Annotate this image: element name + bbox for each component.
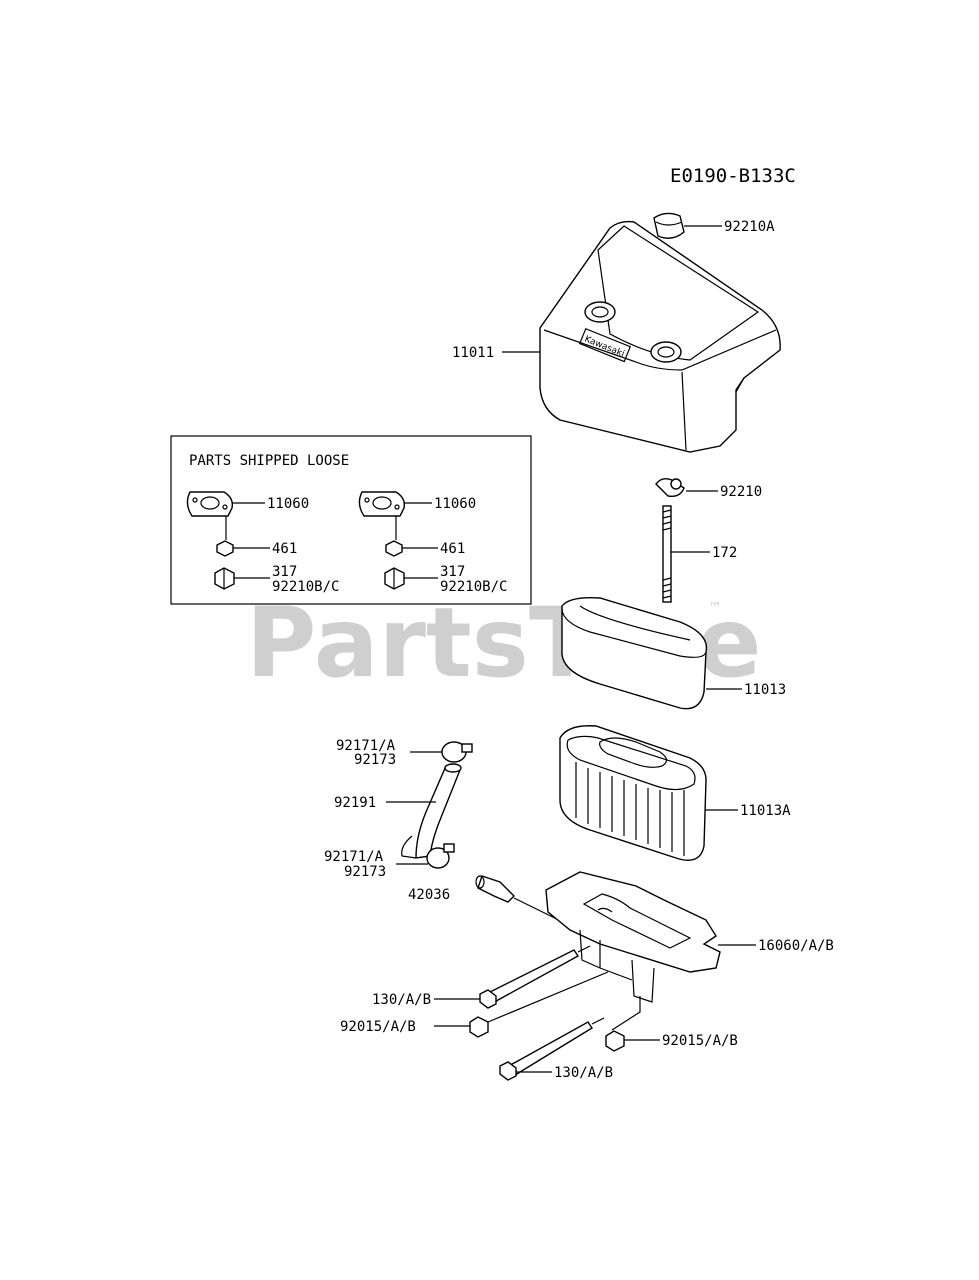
bolt-130AB-bottom[interactable] xyxy=(499,1021,593,1081)
label-11060-right: 11060 xyxy=(434,496,476,512)
label-11011: 11011 xyxy=(452,345,494,361)
diagram-code: E0190-B133C xyxy=(670,165,796,187)
pre-cleaner-11013[interactable] xyxy=(561,596,708,710)
loose-box-title: PARTS SHIPPED LOOSE xyxy=(189,453,349,469)
label-461-right: 461 xyxy=(440,541,465,557)
air-cleaner-cover-11011[interactable]: Kawasaki xyxy=(539,220,781,453)
label-92210: 92210 xyxy=(720,484,762,500)
parts-shipped-loose-box: PARTS SHIPPED LOOSE 11060 461 317 92210B… xyxy=(170,435,532,605)
label-11013A: 11013A xyxy=(740,803,791,819)
label-92210BC-left: 92210B/C xyxy=(272,579,339,595)
label-92171A-bottom: 92171/A xyxy=(324,849,384,865)
label-317-right: 317 xyxy=(440,564,465,580)
nut-92015AB-left[interactable] xyxy=(469,1016,489,1038)
label-11060-left: 11060 xyxy=(267,496,309,512)
label-16060AB: 16060/A/B xyxy=(758,938,834,954)
label-172: 172 xyxy=(712,545,737,561)
nut-92015AB-right[interactable] xyxy=(605,1030,625,1052)
cap-nut-92210A[interactable] xyxy=(653,212,685,239)
label-11013: 11013 xyxy=(744,682,786,698)
clamp-92171A-top[interactable] xyxy=(441,741,473,763)
label-42036: 42036 xyxy=(408,887,450,903)
breather-fitting-42036[interactable] xyxy=(475,875,515,903)
label-92171A-top: 92171/A xyxy=(336,738,396,754)
nut-461-left[interactable] xyxy=(216,540,234,557)
label-92191: 92191 xyxy=(334,795,376,811)
label-130AB-bottom: 130/A/B xyxy=(554,1065,613,1081)
bolt-130AB-left[interactable] xyxy=(479,949,580,1009)
clamp-92171A-bottom[interactable] xyxy=(426,843,455,869)
cap-nut-317-left[interactable] xyxy=(214,567,235,590)
label-92015AB-left: 92015/A/B xyxy=(340,1019,416,1035)
stud-172[interactable] xyxy=(662,505,672,603)
cap-nut-317-right[interactable] xyxy=(384,567,405,590)
filter-element-11013A[interactable] xyxy=(559,725,707,861)
label-317-left: 317 xyxy=(272,564,297,580)
label-92173-bottom: 92173 xyxy=(344,864,386,880)
label-92173-top: 92173 xyxy=(354,752,396,768)
label-130AB-left: 130/A/B xyxy=(372,992,431,1008)
label-92210BC-right: 92210B/C xyxy=(440,579,507,595)
label-92015AB-right: 92015/A/B xyxy=(662,1033,738,1049)
wing-nut-92210[interactable] xyxy=(655,477,685,498)
air-cleaner-base-16060AB[interactable] xyxy=(545,871,721,1003)
gasket-11060-left[interactable] xyxy=(186,491,234,517)
watermark-trademark: ™ xyxy=(708,600,722,616)
gasket-11060-right[interactable] xyxy=(358,491,406,517)
nut-461-right[interactable] xyxy=(385,540,403,557)
label-461-left: 461 xyxy=(272,541,297,557)
label-92210A: 92210A xyxy=(724,219,775,235)
